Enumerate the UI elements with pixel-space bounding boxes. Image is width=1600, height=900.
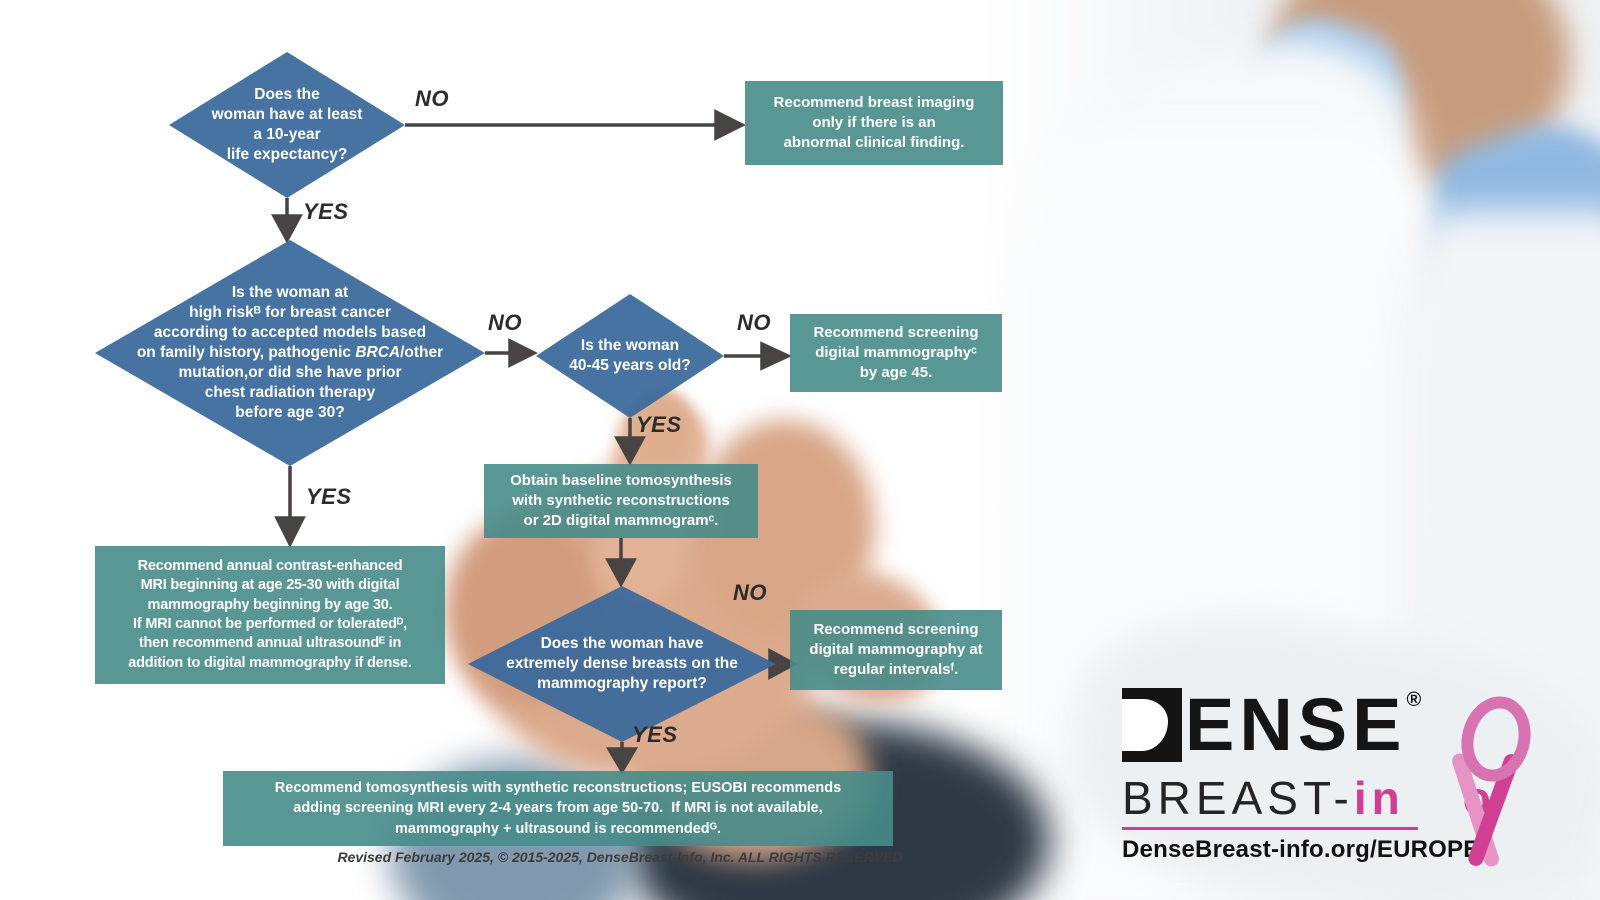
label-yes-life-expectancy: YES	[303, 199, 349, 224]
line: a 10-year	[253, 126, 321, 143]
line: Recommend tomosynthesis with synthetic r…	[274, 779, 842, 796]
arrowhead-yes-life-expectancy	[271, 214, 303, 244]
logo-underline	[1122, 827, 1418, 830]
line: mutation,or did she have prior	[178, 364, 402, 382]
pink-ribbon-icon	[1440, 689, 1550, 878]
logo-dense-row: ENSE ®	[1122, 688, 1562, 768]
logo-url: DenseBreast-info.org/EUROPE	[1122, 836, 1480, 863]
line: 40-45 years old?	[569, 357, 691, 374]
line: Is the woman	[580, 336, 680, 354]
recommendation-by-age-45: Recommend screening digital mammographyᶜ…	[790, 314, 1002, 392]
text-segment: on family history, pathogenic	[136, 343, 356, 361]
line: digital mammography at	[809, 640, 983, 658]
label-yes-dense-breasts: YES	[632, 722, 678, 747]
line: mammography report?	[537, 675, 707, 693]
line: Does the woman have	[540, 634, 704, 652]
line: with synthetic reconstructions	[512, 492, 730, 510]
label-no-life-expectancy: NO	[415, 86, 449, 111]
registered-mark: ®	[1406, 689, 1422, 711]
arrowhead-no-age-40-45	[760, 341, 793, 371]
line: If MRI cannot be performed or toleratedᴰ…	[133, 616, 407, 632]
label-no-high-risk: NO	[488, 310, 522, 335]
line: Obtain baseline tomosynthesis	[510, 472, 732, 490]
line: adding screening MRI every 2-4 years fro…	[293, 800, 823, 817]
line: according to accepted models based	[153, 323, 427, 341]
line: Recommend screening	[813, 620, 979, 638]
arrowhead-baseline-to-dense	[605, 558, 637, 588]
recommendation-regular-intervals: Recommend screening digital mammography …	[790, 610, 1002, 690]
line: regular intervalsᶠ.	[833, 661, 959, 679]
line: chest radiation therapy	[204, 384, 376, 402]
line: mammography + ultrasound is recommendedᴳ…	[395, 820, 721, 837]
label-yes-age-40-45: YES	[636, 412, 682, 437]
line: Recommend annual contrast-enhanced	[137, 558, 403, 575]
densebreast-logo: ENSE ® BREAST-ino DenseBreast-info.org/E…	[1122, 688, 1562, 878]
line: life expectancy?	[226, 146, 348, 164]
arrowhead-no-life-expectancy	[714, 109, 746, 141]
logo-in-text: in	[1353, 772, 1405, 824]
line: before age 30?	[235, 404, 345, 422]
recommendation-abnormal-finding: Recommend breast imaging only if there i…	[745, 81, 1003, 165]
logo-dense-text: ENSE	[1185, 683, 1407, 766]
text-segment: /other	[400, 343, 444, 361]
line: addition to digital mammography if dense…	[128, 654, 412, 671]
arrowhead-yes-age-40-45	[614, 436, 646, 466]
line: high riskᴮ for breast cancer	[189, 303, 391, 321]
line: Recommend breast imaging	[773, 93, 975, 111]
label-no-age-40-45: NO	[737, 310, 771, 335]
logo-breast-text: BREAST-	[1122, 772, 1354, 824]
line: mammography beginning by age 30.	[147, 596, 393, 613]
line: by age 45.	[859, 364, 933, 382]
arrowhead-yes-high-risk	[274, 516, 306, 548]
line: abnormal clinical finding.	[783, 134, 965, 152]
copyright-footer: Revised February 2025, © 2015-2025, Dens…	[337, 849, 903, 865]
line: or 2D digital mammogramᶜ.	[523, 511, 719, 529]
line: MRI beginning at age 25-30 with digital	[140, 577, 400, 594]
line: Does the	[254, 85, 320, 103]
line: extremely dense breasts on the	[506, 654, 738, 672]
arrowhead-yes-dense	[605, 747, 639, 775]
line: on family history, pathogenic BRCA/other	[137, 343, 443, 363]
line: digital mammographyᶜ	[815, 343, 977, 361]
label-no-dense-breasts: NO	[733, 580, 767, 605]
line: then recommend annual ultrasoundᴱ in	[138, 635, 402, 652]
recommendation-annual-mri: Recommend annual contrast-enhanced MRI b…	[95, 546, 445, 684]
recommendation-baseline-tomosynthesis: Obtain baseline tomosynthesis with synth…	[484, 464, 758, 538]
recommendation-tomo-plus-mri: Recommend tomosynthesis with synthetic r…	[223, 771, 893, 846]
line: Recommend screening	[813, 323, 979, 341]
line: Is the woman at	[231, 283, 349, 301]
arrowhead-no-high-risk	[508, 338, 538, 368]
line: only if there is an	[812, 113, 936, 131]
brca-italic: BRCA	[355, 343, 401, 361]
logo-letter-d	[1122, 688, 1182, 762]
label-yes-high-risk: YES	[306, 484, 352, 509]
line: woman have at least	[211, 105, 363, 123]
